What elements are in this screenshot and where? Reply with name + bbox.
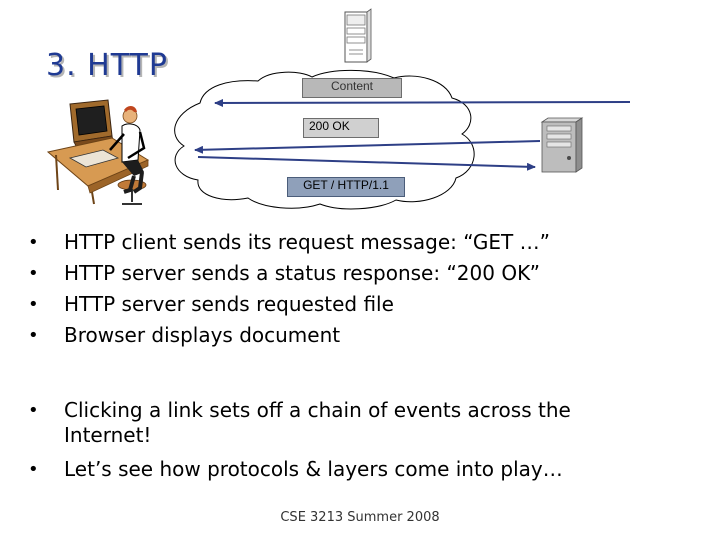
bullet-text: Browser displays document bbox=[64, 323, 341, 347]
person-at-computer-icon bbox=[46, 99, 150, 205]
bullet-text: HTTP client sends its request message: “… bbox=[64, 230, 550, 254]
bullet-item: • HTTP server sends requested file bbox=[0, 289, 550, 320]
primary-bullet-list: • HTTP client sends its request message: … bbox=[0, 227, 550, 351]
bullet-symbol: • bbox=[28, 459, 39, 480]
content-label: Content bbox=[302, 78, 402, 98]
content-arrow bbox=[214, 98, 631, 107]
slide-title: 3. HTTP bbox=[46, 48, 168, 83]
slide-footer: CSE 3213 Summer 2008 bbox=[280, 510, 440, 525]
bullet-text: Clicking a link sets off a chain of even… bbox=[64, 398, 571, 447]
http-diagram bbox=[46, 8, 631, 210]
bullet-item: • HTTP client sends its request message: … bbox=[0, 227, 550, 258]
bullet-item: • Let’s see how protocols & layers come i… bbox=[0, 457, 660, 482]
internet-cloud-icon bbox=[174, 69, 475, 210]
bullet-symbol: • bbox=[28, 294, 39, 315]
secondary-bullet-list: • Clicking a link sets off a chain of eve… bbox=[0, 398, 660, 491]
bullet-symbol: • bbox=[28, 232, 39, 253]
get-arrow bbox=[197, 156, 536, 171]
bullet-item: • Clicking a link sets off a chain of eve… bbox=[0, 398, 660, 448]
bullet-symbol: • bbox=[28, 325, 39, 346]
bullet-text: Let’s see how protocols & layers come in… bbox=[64, 457, 563, 481]
bullet-text: HTTP server sends requested file bbox=[64, 292, 394, 316]
get-request-label: GET / HTTP/1.1 bbox=[287, 177, 405, 197]
bullet-symbol: • bbox=[28, 400, 39, 421]
bullet-symbol: • bbox=[28, 263, 39, 284]
server-tower-icon bbox=[540, 117, 584, 173]
ok-status-label: 200 OK bbox=[303, 118, 379, 138]
bullet-item: • Browser displays document bbox=[0, 320, 550, 351]
web-server-tower-icon bbox=[344, 8, 372, 63]
bullet-item: • HTTP server sends a status response: “2… bbox=[0, 258, 550, 289]
ok-arrow bbox=[194, 140, 541, 154]
bullet-text: HTTP server sends a status response: “20… bbox=[64, 261, 540, 285]
